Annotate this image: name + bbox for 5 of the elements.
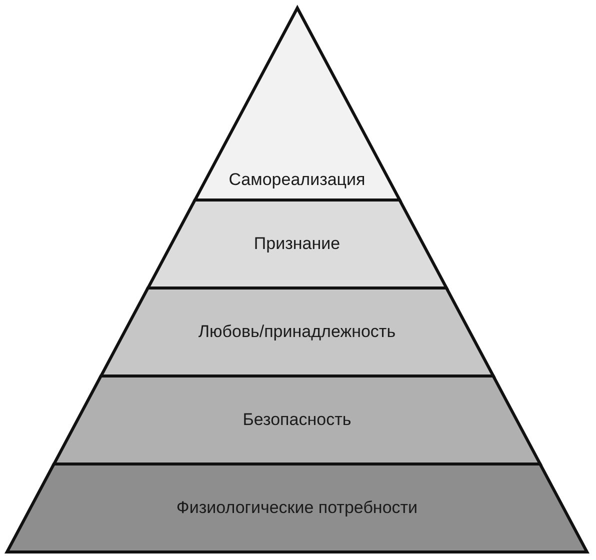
tier-label: Физиологические потребности xyxy=(176,498,418,518)
tier-label: Самореализация xyxy=(228,170,366,190)
tier-label: Безопасность xyxy=(242,410,352,430)
tier-label: Признание xyxy=(254,234,340,254)
tier-label: Любовь/принадлежность xyxy=(198,322,396,342)
